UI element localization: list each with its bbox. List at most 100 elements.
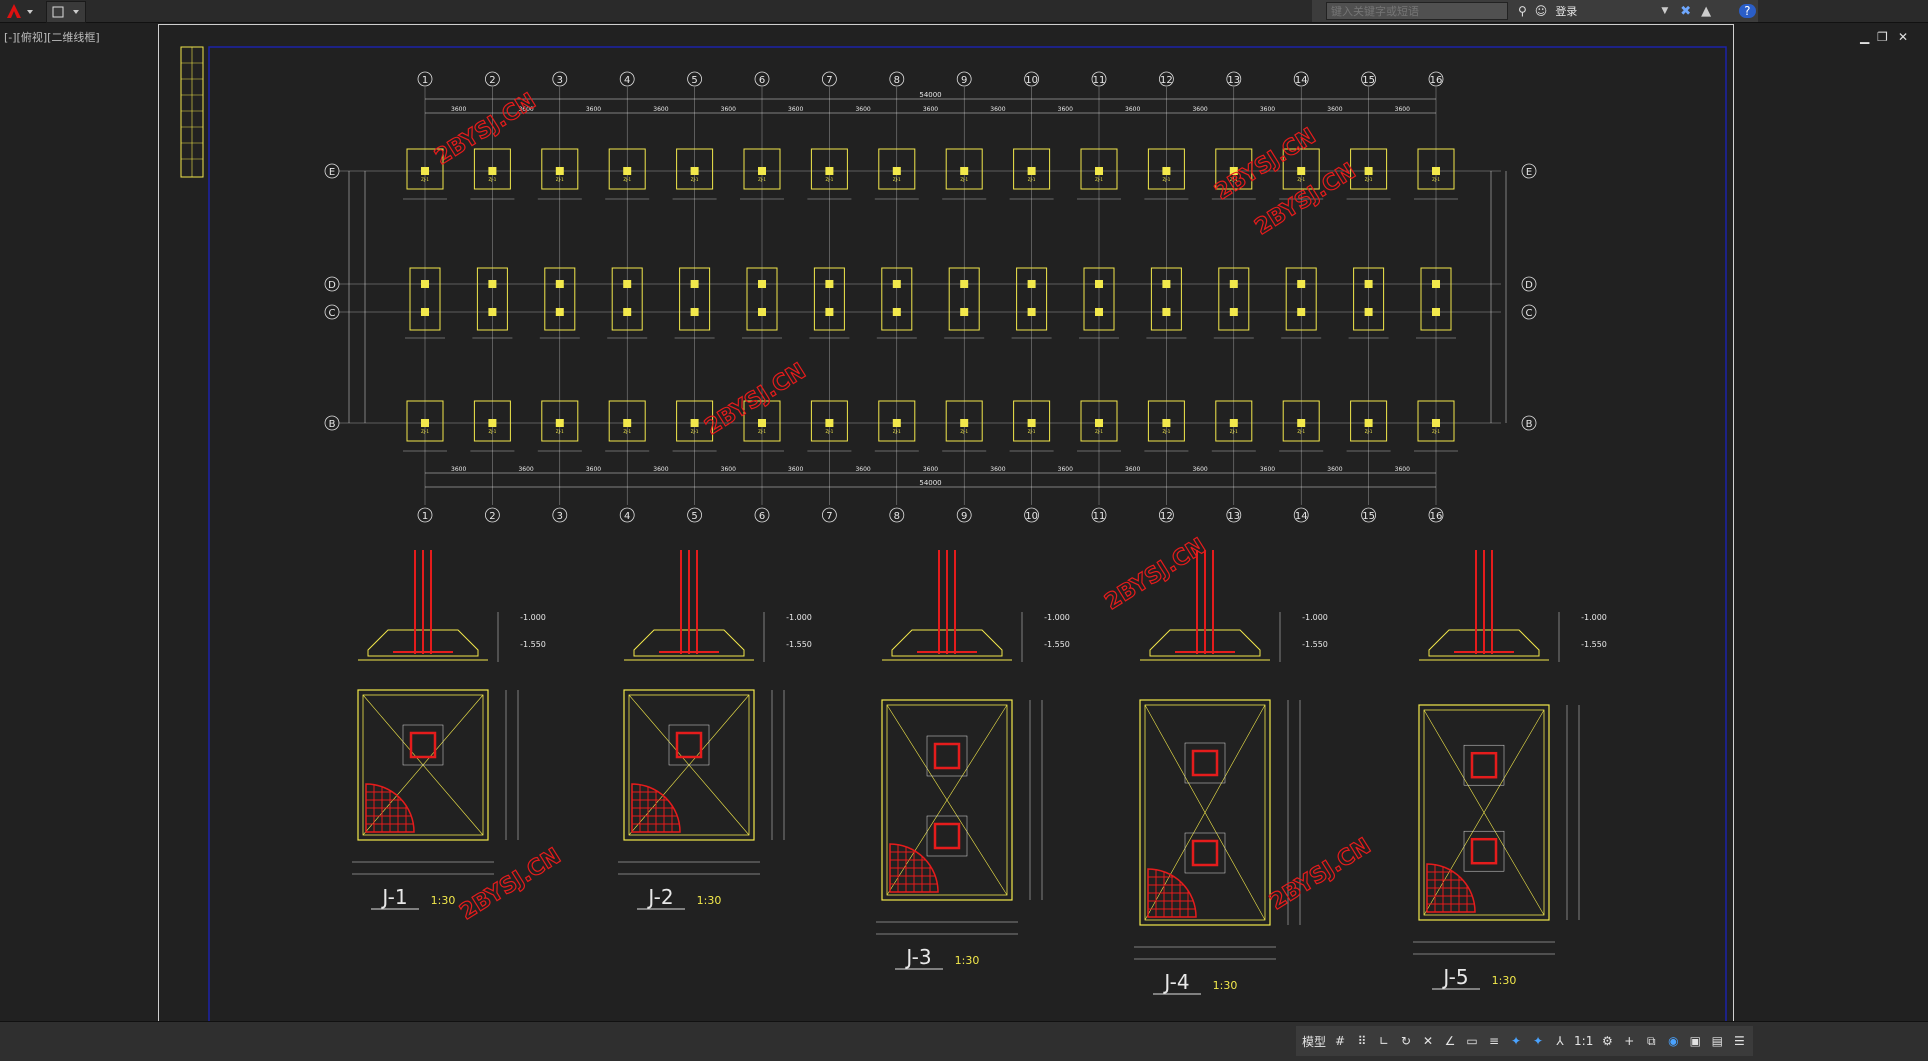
row-bubble <box>1521 415 1537 431</box>
watermark-text: 2BYSJ.CN <box>1266 834 1376 915</box>
snap-icon[interactable]: ⠿ <box>1357 1034 1367 1048</box>
column-mark <box>1297 167 1306 175</box>
plus-icon[interactable]: + <box>1624 1034 1635 1048</box>
level-top: -1.000 <box>1044 613 1070 622</box>
column-mark <box>1432 419 1440 427</box>
row-label-left: D <box>328 280 336 291</box>
combined-footing <box>1285 267 1317 331</box>
level-top: -1.000 <box>786 613 812 622</box>
app-menu-button[interactable] <box>2 1 38 21</box>
footing-pad <box>406 400 444 442</box>
column-mark <box>1229 308 1238 316</box>
footing-pad <box>676 400 714 442</box>
footing-tag: ZJ-1 <box>691 177 699 182</box>
combined-footing <box>1150 267 1182 331</box>
restore-icon[interactable]: ❐ <box>1877 30 1888 44</box>
column-mark <box>758 280 766 288</box>
row-label-left: B <box>329 419 336 430</box>
row-label-right: B <box>1526 419 1533 430</box>
dim-bay-bottom: 3600 <box>586 466 601 473</box>
customize-icon[interactable]: ☰ <box>1733 1034 1745 1048</box>
axis-bubble <box>1159 71 1174 87</box>
column-mark <box>758 167 766 175</box>
column-mark <box>421 419 429 427</box>
viewport-label[interactable]: [-][俯视][二维线框] <box>4 31 100 44</box>
scale-value[interactable]: 1:1 <box>1574 1034 1594 1048</box>
cad-drawing[interactable]: 1122334455667788991010111112121313141415… <box>159 25 1733 1025</box>
grid-icon[interactable]: # <box>1334 1034 1346 1048</box>
footing-pad <box>743 400 781 442</box>
axis-bubble <box>1159 507 1174 523</box>
dim-bay-bottom: 3600 <box>788 466 803 473</box>
detail-scale: 1:30 <box>1213 979 1238 992</box>
dim-bay-top: 3600 <box>855 106 870 113</box>
column-mark <box>1297 419 1306 427</box>
axis-bubble <box>417 507 433 523</box>
level-top: -1.000 <box>520 613 546 622</box>
footing-pad <box>810 148 848 190</box>
workspace-icon[interactable]: ⧉ <box>1647 1033 1656 1048</box>
model-tab[interactable]: 模型 <box>1302 1034 1327 1049</box>
footing-section <box>891 629 1003 657</box>
ortho-icon[interactable]: ∟ <box>1378 1034 1390 1048</box>
dynamic-icon[interactable]: ▭ <box>1466 1034 1478 1048</box>
column-mark <box>488 419 497 427</box>
detail-scale: 1:30 <box>431 894 456 907</box>
exchange-icon[interactable]: ✖ <box>1680 3 1692 19</box>
footing-pad <box>1350 400 1388 442</box>
column-mark <box>623 419 632 427</box>
ucs-icon[interactable]: ⅄ <box>1556 1034 1564 1048</box>
dim-bay-bottom: 3600 <box>855 466 870 473</box>
otrack-icon[interactable]: ∠ <box>1444 1034 1456 1048</box>
combined-footing <box>1353 267 1385 331</box>
dim-bay-bottom: 3600 <box>451 466 466 473</box>
osnap-icon[interactable]: ✕ <box>1422 1034 1434 1048</box>
footing-slope <box>886 704 1008 896</box>
settings-icon[interactable]: ⚙ <box>1601 1034 1613 1048</box>
clean-screen-icon[interactable]: ▤ <box>1711 1034 1723 1048</box>
autodesk-icon[interactable]: ▲ <box>1701 3 1712 19</box>
footing-pad <box>1215 400 1253 442</box>
footing-tag: ZJ-1 <box>893 429 901 434</box>
column-mark <box>555 167 564 175</box>
footing-tag: ZJ-1 <box>623 429 631 434</box>
lineweight-icon[interactable]: ≡ <box>1488 1034 1500 1048</box>
column-rebar <box>933 742 961 770</box>
help-icon[interactable]: ? <box>1739 4 1756 18</box>
column-rebar <box>675 731 703 759</box>
column-mark <box>825 419 834 427</box>
footing-tag: ZJ-1 <box>1365 429 1373 434</box>
column-mark <box>1162 280 1171 288</box>
footing-tag: ZJ-1 <box>421 177 429 182</box>
close-icon[interactable]: ✕ <box>1898 30 1909 44</box>
minimize-icon[interactable]: ▁ <box>1860 30 1870 44</box>
polar-icon[interactable]: ↻ <box>1400 1034 1412 1048</box>
dim-bay-top: 3600 <box>586 106 601 113</box>
axis-bubble <box>484 71 500 87</box>
column-mark <box>488 167 497 175</box>
column-mark <box>1432 167 1440 175</box>
hardware-icon[interactable]: ▣ <box>1689 1034 1701 1048</box>
login-link[interactable]: 登录 <box>1555 5 1578 18</box>
footing-pad <box>541 400 579 442</box>
column-mark <box>555 419 564 427</box>
footing-pad <box>878 148 916 190</box>
dropdown-icon[interactable]: ▼ <box>1661 6 1669 16</box>
detail-title: J-2 <box>646 885 673 909</box>
quick-access-button[interactable] <box>46 1 86 23</box>
column-outline <box>1184 742 1226 784</box>
axis-label-bottom: 11 <box>1093 511 1106 522</box>
column-mark <box>1364 167 1373 175</box>
column-mark <box>1162 419 1171 427</box>
status-tools: 模型 # ⠿ ∟ ↻ ✕ ∠ ▭ ≡ ✦ ✦ ⅄ 1:1 ⚙ + ⧉ ◉ ▣ ▤… <box>1296 1026 1754 1056</box>
annotation-icon[interactable]: ✦ <box>1510 1034 1522 1048</box>
annotation-scale-icon[interactable]: ✦ <box>1532 1034 1544 1048</box>
footing-section <box>633 629 745 657</box>
binoculars-icon[interactable]: ⚲ <box>1518 4 1527 18</box>
footing-pad <box>878 400 916 442</box>
row-label-left: E <box>329 167 335 178</box>
isolate-icon[interactable]: ◉ <box>1668 1034 1679 1048</box>
search-input[interactable] <box>1326 2 1508 20</box>
row-bubble <box>324 163 340 179</box>
